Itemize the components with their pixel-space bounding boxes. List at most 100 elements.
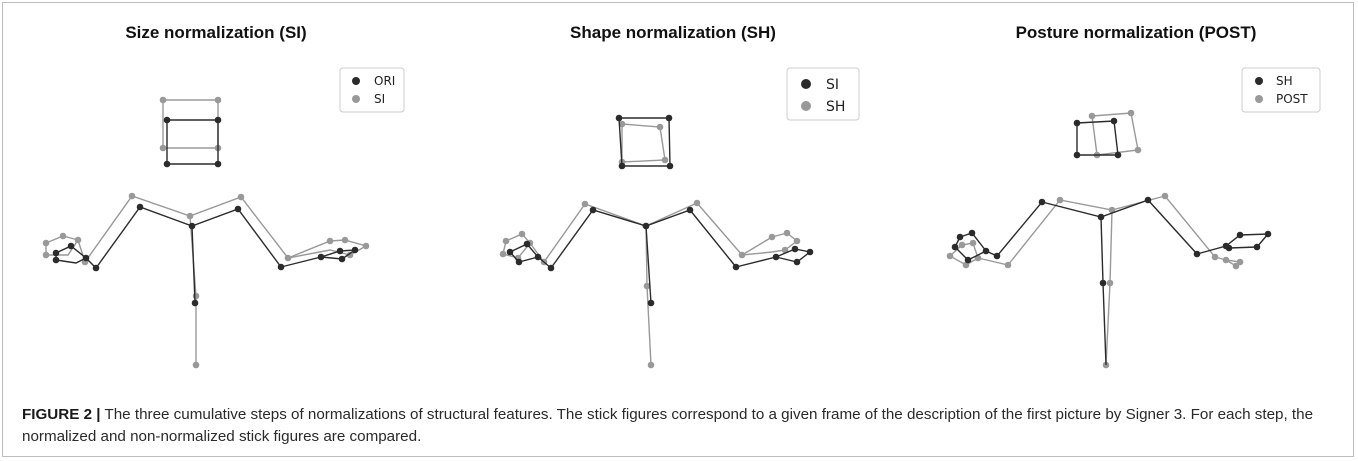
joint-point [1144, 196, 1152, 204]
joint-point [956, 233, 964, 241]
joint-point [686, 206, 694, 214]
light-joints [499, 120, 801, 369]
joint-point [1161, 192, 1169, 200]
legend-label: SH [826, 99, 845, 115]
joint-point [1108, 206, 1116, 214]
joint-point [793, 258, 801, 266]
legend: SI SH [786, 67, 860, 121]
arms-shoulders-line [529, 202, 743, 264]
lower-spine-line [646, 285, 652, 366]
joint-point [964, 256, 972, 264]
joint-point [192, 361, 200, 369]
joint-point [732, 263, 740, 271]
joint-point [1264, 230, 1272, 238]
dark-joints [951, 117, 1272, 287]
joint-point [1110, 117, 1118, 125]
legend-marker-light [1255, 95, 1263, 103]
joint-point [946, 252, 954, 260]
joint-point [661, 156, 669, 164]
joint-point [1099, 279, 1107, 287]
legend-label: SI [826, 77, 839, 93]
joint-point [951, 243, 959, 251]
stick-figure-light [948, 112, 1242, 366]
joint-point [772, 253, 780, 261]
joint-point [1106, 279, 1114, 287]
right-hand-outline [1196, 233, 1270, 255]
joint-point [1236, 231, 1244, 239]
figure-label: FIGURE 2 | [22, 406, 101, 423]
joint-point [336, 247, 344, 255]
joint-point [346, 251, 354, 259]
joint-point [59, 232, 67, 240]
spine-line [1100, 216, 1104, 284]
joint-point [163, 116, 171, 124]
joint-point [1134, 146, 1142, 154]
joint-point [1253, 243, 1261, 251]
joint-point [793, 237, 801, 245]
joint-point [42, 239, 50, 247]
panel-title: Size normalization (SI) [125, 23, 306, 42]
legend-box [786, 67, 860, 121]
joint-point [783, 229, 791, 237]
head-outline [162, 99, 219, 149]
joint-point [214, 96, 222, 104]
legend-label: POST [1276, 92, 1308, 106]
joint-point [284, 254, 292, 262]
joint-point [1088, 112, 1096, 120]
joint-point [499, 250, 507, 258]
panel-posture-normalization: Posture normalization (POST) [946, 23, 1321, 369]
joint-point [128, 192, 136, 200]
joint-point [338, 255, 346, 263]
joint-point [615, 114, 623, 122]
panel-title: Posture normalization (POST) [1016, 23, 1257, 42]
joint-point [234, 205, 242, 213]
joint-point [618, 120, 626, 128]
head-outline [166, 119, 219, 165]
joint-point [351, 246, 359, 254]
panel-title: Shape normalization (SH) [570, 23, 776, 42]
joint-point [581, 200, 589, 208]
joint-point [192, 292, 200, 300]
joint-point [191, 299, 199, 307]
joint-point [969, 239, 977, 247]
dark-joints [506, 114, 814, 307]
right-hand-outline [280, 249, 358, 268]
joint-point [618, 162, 626, 170]
stick-figure-plots: Size normalization (SI) [42, 23, 1321, 369]
joint-point [186, 212, 194, 220]
joint-point [506, 248, 514, 256]
joint-point [1211, 253, 1219, 261]
legend: SH POST [1241, 67, 1321, 113]
legend-label: ORI [374, 74, 395, 88]
legend-marker-light [801, 101, 811, 111]
joint-point [806, 248, 814, 256]
spine-line [191, 225, 196, 304]
joint-point [1004, 261, 1012, 269]
joint-point [589, 206, 597, 214]
joint-point [993, 252, 1001, 260]
joint-point [1114, 151, 1122, 159]
stick-figure-light [45, 99, 368, 365]
stick-figure-light [502, 123, 799, 366]
joint-point [92, 264, 100, 272]
legend-label: SI [374, 92, 385, 106]
joint-point [518, 230, 526, 238]
joint-point [962, 261, 970, 269]
joint-point [768, 233, 776, 241]
stick-figure-dark [509, 117, 812, 304]
joint-point [1236, 258, 1244, 266]
figure-caption: FIGURE 2 | The three cumulative steps of… [22, 404, 1340, 448]
spine-line [1109, 209, 1113, 284]
arms-shoulders-line [537, 209, 737, 270]
right-hand-outline [735, 248, 812, 268]
joint-point [1225, 244, 1233, 252]
arms-shoulders-line [985, 199, 1198, 257]
lower-spine-line [1105, 282, 1111, 366]
joint-point [188, 222, 196, 230]
legend-marker-light [352, 95, 360, 103]
joint-point [52, 256, 60, 264]
legend-marker-dark [1255, 77, 1263, 85]
joint-point [341, 236, 349, 244]
joint-point [738, 251, 746, 259]
